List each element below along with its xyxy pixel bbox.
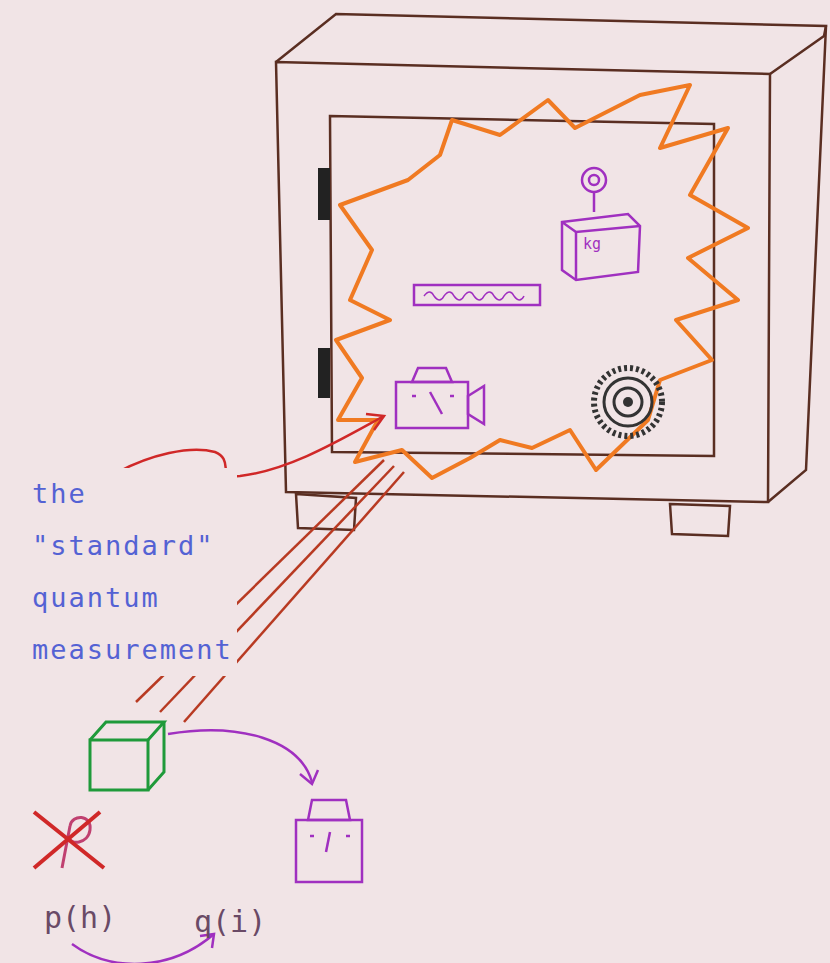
- ruler: [414, 285, 540, 305]
- safe: [276, 14, 826, 536]
- meter: [396, 368, 484, 428]
- meter: [296, 800, 362, 882]
- weight: [562, 168, 640, 280]
- mapping-arrow: [72, 934, 214, 963]
- combination-dial: [594, 368, 662, 436]
- transfer-arrow: [168, 730, 318, 784]
- explosion: [336, 85, 748, 478]
- caption-note: the "standard" quantum measurement: [28, 468, 237, 676]
- unit-label: kg: [583, 235, 601, 253]
- pointer-arrow: [118, 414, 384, 476]
- function-label: p(h): [44, 900, 116, 935]
- hinge: [318, 168, 330, 398]
- function-label: q(i): [194, 904, 266, 939]
- cube: [90, 722, 164, 790]
- crossed-symbol: [34, 812, 104, 868]
